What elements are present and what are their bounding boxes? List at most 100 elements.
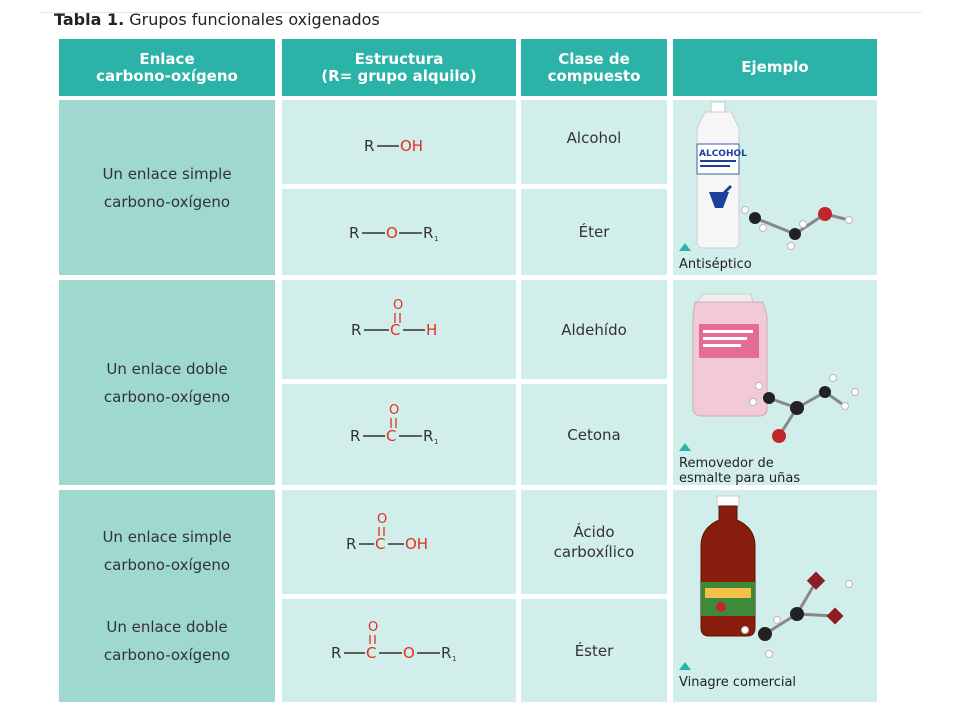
bottle-body <box>696 111 740 249</box>
header-example-text: Ejemplo <box>741 58 809 76</box>
cetona-r: R <box>350 427 360 445</box>
molecule-h-5 <box>799 220 807 228</box>
header-class-line1: Clase de <box>558 49 630 68</box>
cetona-o: O <box>389 403 399 418</box>
vinegar-label-band <box>705 588 751 598</box>
header-bond: Enlace carbono-oxígeno <box>59 39 275 96</box>
remover-label-line1 <box>703 330 753 333</box>
caption-removedor-line2: esmalte para uñas <box>679 471 801 486</box>
ester-r: R <box>331 644 341 662</box>
bond-single-line2: carbono-oxígeno <box>103 192 231 211</box>
header-bond-line2: carbono-oxígeno <box>96 66 238 85</box>
ester-r1-sub: 1 <box>452 655 456 663</box>
bond-double-cell: Un enlace doble carbono-oxígeno <box>59 280 275 485</box>
vinagre-bottle-image <box>700 495 853 658</box>
molecule-carbon-1 <box>749 212 761 224</box>
ac-carbon-center <box>790 401 804 415</box>
molecule-h-1 <box>845 216 853 224</box>
table-title-number: Tabla 1. <box>54 10 125 29</box>
vinegar-cap <box>716 495 740 507</box>
va-h-2 <box>741 626 749 634</box>
bond-mixed-double-line2: carbono-oxígeno <box>103 646 231 664</box>
cetona-r1: R <box>423 427 433 445</box>
header-bond-line1: Enlace <box>139 49 195 68</box>
alcohol-oh: OH <box>400 137 423 155</box>
class-aldehido-text: Aldehído <box>561 320 627 339</box>
label-line-1 <box>700 160 736 162</box>
class-acido: Ácido carboxílico <box>521 490 667 594</box>
class-ester: Éster <box>521 599 667 702</box>
aldehido-formula: O R C H <box>351 298 437 339</box>
removedor-bottle-image <box>692 293 859 443</box>
example-antiseptico: ALCOHOL Antiséptico <box>673 100 877 275</box>
pestle-icon <box>717 184 733 200</box>
va-carbon-2 <box>790 607 804 621</box>
eter-r: R <box>349 224 359 242</box>
ac-carbon-2 <box>819 386 831 398</box>
class-alcohol: Alcohol <box>521 100 667 184</box>
va-carbon-1 <box>758 627 772 641</box>
eter-formula: R O R 1 <box>349 224 438 243</box>
title-rule <box>40 12 922 13</box>
table-title-text: Grupos funcionales oxigenados <box>124 10 380 29</box>
class-eter: Éter <box>521 189 667 275</box>
acido-c: C <box>375 535 385 553</box>
aldehido-o: O <box>393 298 403 313</box>
ac-oxygen <box>772 429 786 443</box>
ester-c: C <box>366 644 376 662</box>
label-line-2 <box>700 165 730 167</box>
acido-o: O <box>377 512 387 527</box>
va-h-3 <box>765 650 773 658</box>
ac-h-4 <box>829 374 837 382</box>
alcohol-r: R <box>364 137 374 155</box>
ester-r1: R <box>441 644 451 662</box>
ester-o: O <box>403 644 415 662</box>
caption-removedor: Removedor de esmalte para uñas <box>679 456 800 486</box>
alcohol-bottle-image: ALCOHOL <box>696 101 853 250</box>
caption-removedor-line1: Removedor de <box>679 456 774 471</box>
class-ester-text: Éster <box>574 641 614 660</box>
eter-r1: R <box>423 224 433 242</box>
remover-body <box>692 301 768 417</box>
ac-h-3 <box>749 398 757 406</box>
class-aldehido: Aldehído <box>521 280 667 379</box>
class-acido-line1: Ácido <box>573 523 615 541</box>
cetona-r1-sub: 1 <box>434 438 438 446</box>
aldehido-h: H <box>426 321 437 339</box>
header-structure-line1: Estructura <box>354 49 444 68</box>
bottle-label <box>696 143 740 175</box>
class-cetona: Cetona <box>521 384 667 485</box>
va-oxygen-1 <box>806 571 826 590</box>
bond-double-line1: Un enlace doble <box>106 359 228 378</box>
aldehido-r: R <box>351 321 361 339</box>
caption-vinagre: Vinagre comercial <box>679 675 797 690</box>
bottle-cap <box>710 101 726 113</box>
remover-label <box>699 324 759 358</box>
table-title: Tabla 1. Grupos funcionales oxigenados <box>54 10 380 29</box>
header-class: Clase de compuesto <box>521 39 667 96</box>
va-h-1 <box>845 580 853 588</box>
bond-mixed-single-line1: Un enlace simple <box>102 528 232 546</box>
molecule-h-2 <box>741 206 749 214</box>
remover-cap <box>696 293 754 303</box>
vinegar-label-fruit <box>716 602 726 612</box>
class-eter-text: Éter <box>578 223 610 241</box>
structure-ester: O R C O R 1 <box>282 599 516 702</box>
header-structure-line2: (R= grupo alquilo) <box>321 66 477 85</box>
acido-formula: O R C OH <box>346 512 428 553</box>
caption-marker-icon <box>679 443 691 451</box>
alcohol-formula: R OH <box>364 137 423 155</box>
vinegar-body <box>700 505 756 637</box>
example-vinagre: Vinagre comercial <box>673 490 877 702</box>
molecule-h-4 <box>787 242 795 250</box>
cetona-formula: O R C R 1 <box>350 403 438 446</box>
bond-mixed-double-line1: Un enlace doble <box>106 618 228 636</box>
ester-o-top: O <box>368 620 378 635</box>
cetona-c: C <box>386 427 396 445</box>
class-acido-line2: carboxílico <box>553 543 635 561</box>
va-oxygen-2 <box>826 607 844 625</box>
bond-single-cell: Un enlace simple carbono-oxígeno <box>59 100 275 275</box>
bond-mixed-single-line2: carbono-oxígeno <box>103 556 231 574</box>
structure-acido: O R C OH <box>282 490 516 594</box>
bond-single-line1: Un enlace simple <box>102 164 232 183</box>
